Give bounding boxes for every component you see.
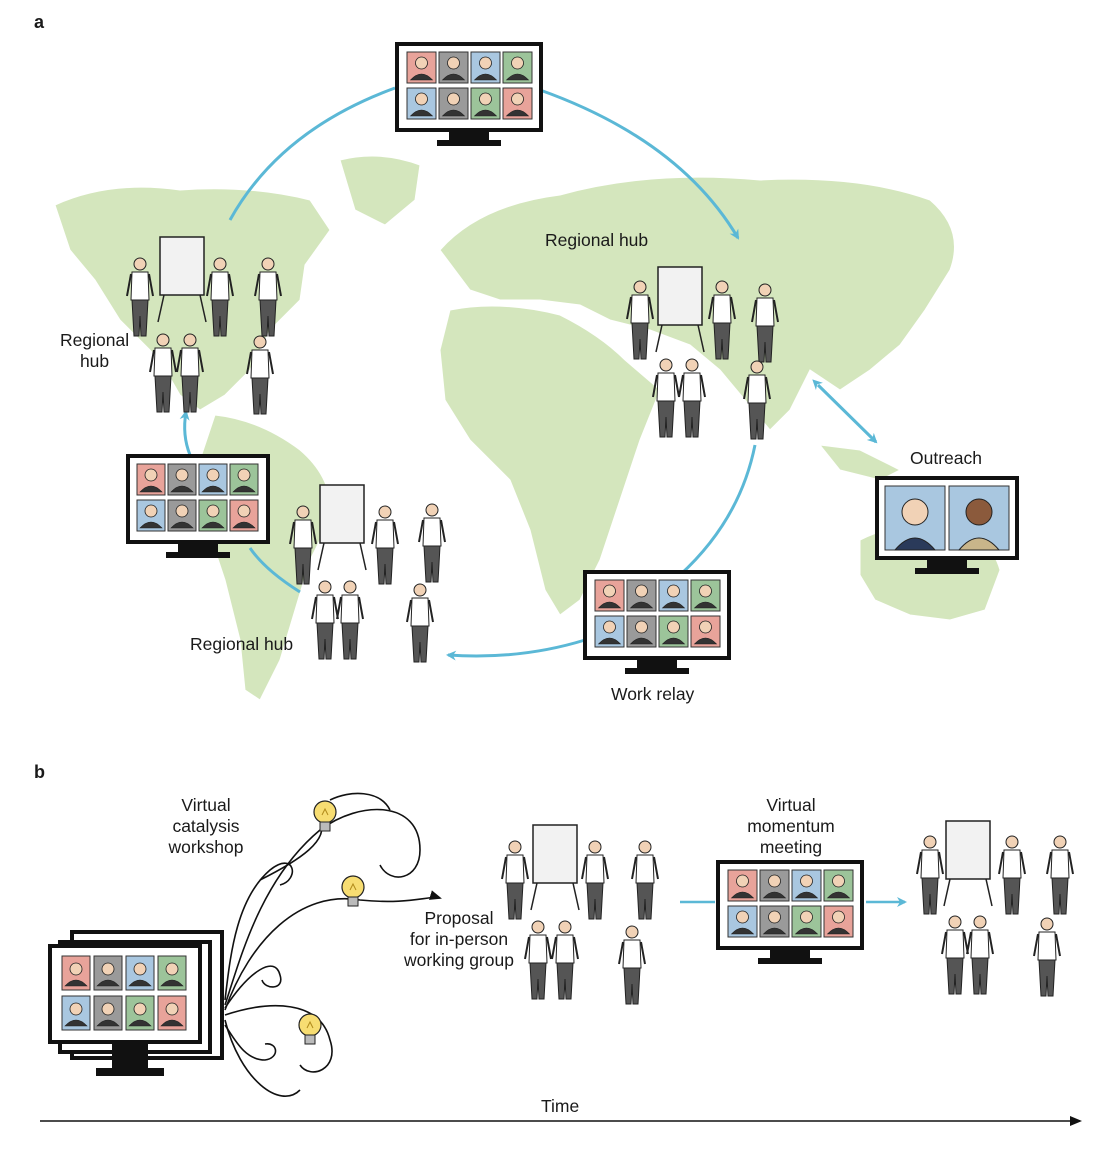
label-time: Time [541,1096,580,1116]
group-working [501,824,659,1005]
map-greenland [339,155,421,226]
label-momentum: Virtual momentum meeting [747,795,835,857]
lightbulb-icon [298,1013,322,1045]
panel-a-letter: a [34,12,45,32]
arc-right-down [678,444,757,577]
lightbulb-icon [313,800,337,832]
arc-top-left [228,86,396,221]
panel-b-letter: b [34,762,45,782]
arc-bottom [446,638,586,661]
relay-arcs [179,86,878,661]
arc-bottom-left [248,547,301,594]
monitor-work-relay [583,570,731,674]
map-africa [439,305,661,616]
map-indonesia [818,444,902,481]
label-outreach: Outreach [910,448,982,468]
label-proposal: Proposal for in-person working group [404,908,514,970]
label-work-relay: Work relay [611,684,695,704]
lightbulb-icon [341,875,365,907]
arc-top-right [539,88,740,240]
monitor-left [126,454,270,558]
label-hub-north-america: Regional hub [60,330,130,371]
monitor-momentum [716,860,864,964]
label-hub-south-america: Regional hub [190,634,294,654]
label-hub-europe: Regional hub [545,230,649,250]
monitor-stack-front [48,944,202,1076]
label-catalysis: Virtual catalysis workshop [168,795,244,857]
outreach-arrow [812,379,878,444]
monitor-outreach [875,476,1019,574]
group-final [916,820,1074,997]
map-north-america [54,186,331,411]
arc-left-up [179,410,192,456]
monitor-top [395,42,543,146]
